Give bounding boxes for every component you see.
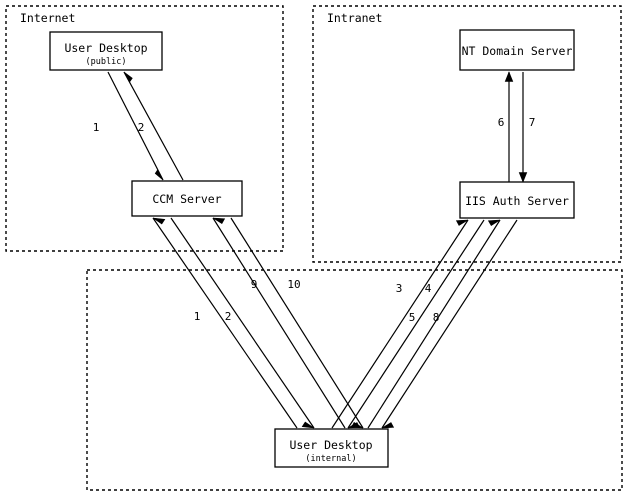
flow-line-10: [230, 217, 364, 429]
flow-arrow-1-public: [154, 169, 164, 181]
flow-arrow-9: [212, 217, 226, 225]
step-label-8: 8: [433, 311, 440, 324]
node-sublabel-user-desktop-internal: (internal): [305, 454, 356, 464]
node-sublabel-user-desktop-public: (public): [86, 57, 127, 67]
node-label-user-desktop-internal: User Desktop: [289, 438, 372, 452]
step-label-9: 9: [251, 278, 258, 291]
flow-line-4: [347, 219, 485, 429]
node-box-nt-domain-server[interactable]: [459, 29, 575, 71]
zone-label-group: Internet Intranet: [20, 11, 382, 25]
flow-arrow-8: [381, 422, 395, 429]
flow-arrow-7: [518, 172, 528, 183]
flow-arrow-4: [347, 422, 361, 429]
flow-arrow-3: [455, 219, 469, 226]
zone-internal-lan-boundary: [86, 269, 623, 491]
zone-internet-boundary: [5, 5, 284, 252]
flow-line-9: [212, 217, 346, 429]
step-label-2-public: 2: [138, 121, 145, 134]
node-box-iis-auth-server[interactable]: [459, 181, 575, 219]
step-label-group: 1 2 1 2 9 10 3 4 5 8 6 7: [93, 116, 536, 324]
flow-line-3: [331, 219, 469, 429]
flow-line-5: [367, 219, 501, 429]
flow-arrow-2-public: [123, 71, 133, 83]
flow-line-2-internal: [170, 217, 315, 429]
step-label-5: 5: [409, 311, 416, 324]
node-label-ccm-server: CCM Server: [152, 192, 221, 206]
step-label-1-public: 1: [93, 121, 100, 134]
flow-arrow-2-internal: [301, 421, 315, 429]
node-group: [49, 29, 575, 468]
step-label-7: 7: [529, 116, 536, 129]
step-label-3: 3: [396, 282, 403, 295]
step-label-1-internal: 1: [194, 310, 201, 323]
flow-line-1-public: [107, 71, 164, 181]
node-label-group: User Desktop (public) CCM Server NT Doma…: [64, 41, 572, 464]
node-label-user-desktop-public: User Desktop: [64, 41, 147, 55]
flow-arrow-6: [504, 71, 514, 82]
node-box-user-desktop-internal[interactable]: [274, 428, 389, 468]
flow-arrow-1-internal: [152, 217, 166, 225]
step-label-10: 10: [287, 278, 300, 291]
step-label-2-internal: 2: [225, 310, 232, 323]
flow-line-1-internal: [152, 217, 298, 429]
zone-label-internet: Internet: [20, 11, 75, 25]
flow-line-group: [107, 71, 528, 429]
step-label-4: 4: [425, 282, 432, 295]
node-box-user-desktop-public[interactable]: [49, 31, 163, 71]
step-label-6: 6: [498, 116, 505, 129]
node-label-iis-auth-server: IIS Auth Server: [465, 194, 569, 208]
flow-line-2-public: [123, 71, 184, 181]
flow-line-8: [381, 219, 518, 429]
zone-group: [5, 5, 623, 491]
flow-arrow-5: [487, 219, 501, 227]
node-label-nt-domain-server: NT Domain Server: [462, 44, 573, 58]
zone-label-intranet: Intranet: [327, 11, 382, 25]
node-box-ccm-server[interactable]: [131, 180, 243, 217]
